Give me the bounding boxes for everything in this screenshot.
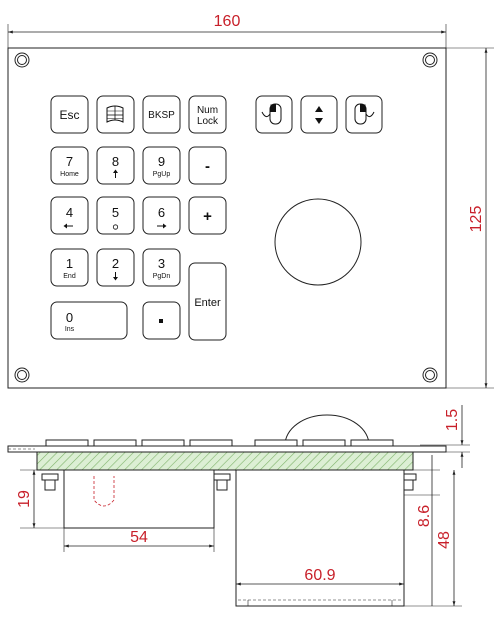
cable-outline xyxy=(93,476,115,507)
top-plate-side xyxy=(7,445,447,453)
key-esc[interactable]: Esc xyxy=(50,95,89,134)
key-right-mouse-button[interactable] xyxy=(345,95,383,134)
key-1[interactable]: 1 End xyxy=(50,248,89,287)
trackball-side xyxy=(284,414,370,446)
key-8-label: 8 xyxy=(112,154,119,169)
standoff-middle xyxy=(213,473,231,491)
key-9-label: 9 xyxy=(158,154,165,169)
arrow-up-icon xyxy=(113,169,118,178)
key-numlock-label-2: Lock xyxy=(197,116,219,127)
pcb-layer xyxy=(36,451,414,471)
key-5[interactable]: 5 xyxy=(96,196,135,235)
windows-logo-icon xyxy=(106,105,124,123)
thickness-dimension: 1.5 xyxy=(444,409,461,431)
key-plus-label: + xyxy=(203,208,212,225)
arrow-left-icon xyxy=(63,223,73,229)
key-scroll[interactable] xyxy=(300,95,338,134)
key-2-label: 2 xyxy=(112,256,119,271)
left-housing xyxy=(63,469,215,529)
key-7-label: 7 xyxy=(66,154,73,169)
key-enter-label: Enter xyxy=(194,297,221,309)
key-numlock[interactable]: Num Lock xyxy=(188,95,227,134)
key-left-mouse-button[interactable] xyxy=(255,95,293,134)
key-minus-label: - xyxy=(205,158,210,175)
center-dot-icon xyxy=(112,224,119,230)
key-3-label: 3 xyxy=(158,256,165,271)
key-0-sublabel: Ins xyxy=(65,326,75,333)
key-profiles xyxy=(45,439,394,447)
key-3-sublabel: PgDn xyxy=(153,273,171,280)
key-backspace[interactable]: BKSP xyxy=(142,95,181,134)
top-view: 160 125 Esc xyxy=(7,13,494,389)
top-height-dimension: 125 xyxy=(468,206,485,233)
key-9[interactable]: 9 PgUp xyxy=(142,146,181,185)
key-7[interactable]: 7 Home xyxy=(50,146,89,185)
trackball[interactable] xyxy=(274,198,362,286)
key-9-sublabel: PgUp xyxy=(153,171,171,178)
key-7-sublabel: Home xyxy=(60,171,79,178)
right-depth-total-dimension: 48 xyxy=(436,531,453,549)
key-enter[interactable]: Enter xyxy=(188,262,227,341)
key-1-sublabel: End xyxy=(63,273,76,280)
side-view: 1.5 xyxy=(7,405,470,607)
key-6[interactable]: 6 xyxy=(142,196,181,235)
arrow-down-icon xyxy=(113,272,118,281)
key-esc-label: Esc xyxy=(59,108,79,122)
key-5-label: 5 xyxy=(112,205,119,220)
key-4[interactable]: 4 xyxy=(50,196,89,235)
right-click-mouse-icon xyxy=(354,103,375,125)
scroll-up-down-icon xyxy=(315,106,323,124)
right-width-dimension: 60.9 xyxy=(304,567,335,584)
key-backspace-label: BKSP xyxy=(148,110,175,121)
key-8[interactable]: 8 xyxy=(96,146,135,185)
key-6-label: 6 xyxy=(158,205,165,220)
left-click-mouse-icon xyxy=(261,103,282,125)
key-0[interactable]: 0 Ins xyxy=(50,301,128,340)
key-numlock-label: Num xyxy=(197,105,218,116)
key-4-label: 4 xyxy=(66,205,73,220)
key-3[interactable]: 3 PgDn xyxy=(142,248,181,287)
right-housing xyxy=(235,469,405,607)
key-1-label: 1 xyxy=(66,256,73,271)
key-minus[interactable]: - xyxy=(188,146,227,185)
screw-hole-top-right xyxy=(422,52,438,68)
screw-hole-top-left xyxy=(14,52,30,68)
top-width-dimension: 160 xyxy=(214,13,241,30)
arrow-right-icon xyxy=(157,223,167,229)
screw-hole-bottom-left xyxy=(14,367,30,383)
key-2[interactable]: 2 xyxy=(96,248,135,287)
key-windows[interactable] xyxy=(96,95,135,134)
left-depth-dimension: 19 xyxy=(16,490,33,508)
right-depth-small-dimension: 8.6 xyxy=(416,505,433,527)
decimal-dot-icon xyxy=(159,319,163,323)
screw-hole-bottom-right xyxy=(422,367,438,383)
key-decimal[interactable] xyxy=(142,301,181,340)
key-plus[interactable]: + xyxy=(188,196,227,235)
standoff-left xyxy=(41,473,59,491)
left-width-dimension: 54 xyxy=(130,529,148,546)
key-0-label: 0 xyxy=(66,310,73,325)
